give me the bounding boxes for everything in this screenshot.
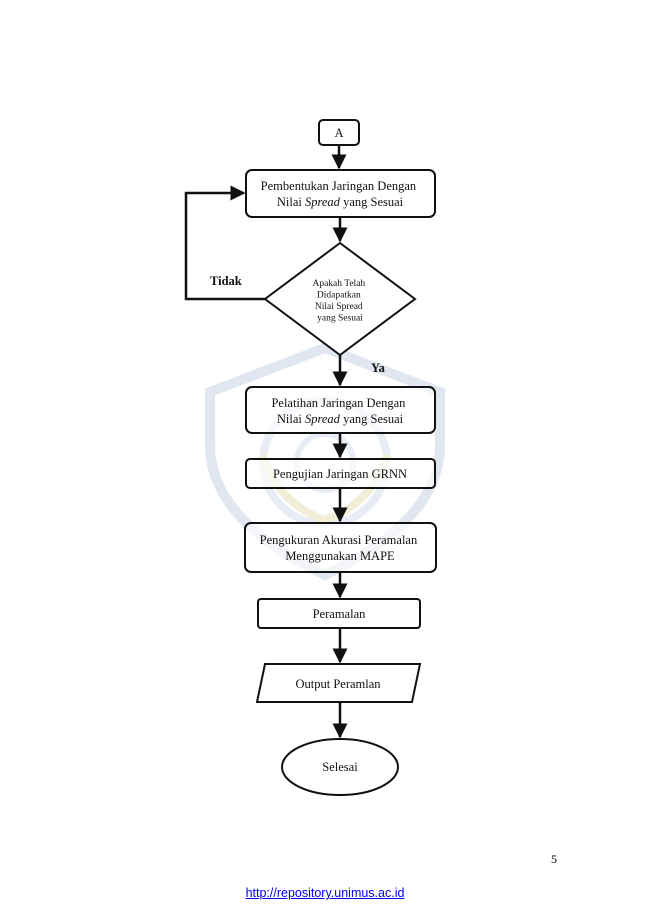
connector-a-label: A bbox=[334, 126, 343, 140]
step-accuracy-label: Pengukuran Akurasi Peramalan Menggunakan… bbox=[260, 533, 421, 563]
output-label: Output Peramlan bbox=[295, 677, 381, 691]
output-parallelogram bbox=[255, 663, 422, 703]
step-formation-label: Pembentukan Jaringan Dengan Nilai Spread… bbox=[261, 179, 420, 209]
no-label: Tidak bbox=[210, 274, 242, 288]
step-training-label: Pelatihan Jaringan Dengan Nilai Spread y… bbox=[271, 396, 408, 426]
page-number: 5 bbox=[551, 852, 557, 866]
yes-label: Ya bbox=[371, 361, 386, 375]
step-testing-label: Pengujian Jaringan GRNN bbox=[273, 467, 407, 481]
end-terminal bbox=[281, 738, 399, 796]
step-accuracy-box bbox=[244, 522, 437, 573]
arrow-decision-no-loop bbox=[184, 185, 265, 301]
step-forecast-label: Peramalan bbox=[313, 607, 367, 621]
footer-link[interactable]: http://repository.unimus.ac.id bbox=[245, 886, 405, 900]
step-formation-box bbox=[245, 169, 436, 218]
decision-label: Apakah Telah Didapatkan Nilai Spread yan… bbox=[312, 279, 367, 324]
step-training-box bbox=[245, 386, 436, 434]
end-label: Selesai bbox=[322, 760, 358, 774]
